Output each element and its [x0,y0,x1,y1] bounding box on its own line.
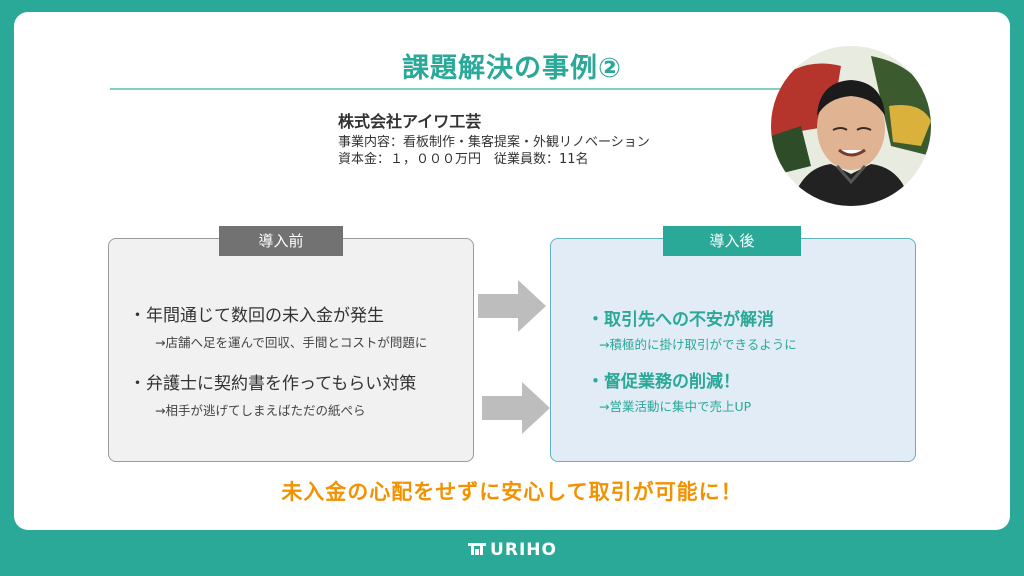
company-capital: 資本金：１，０００万円 従業員数：11名 [338,152,589,167]
conclusion-text: 未入金の心配をせずに安心して取引が可能に！ [281,480,743,504]
before-item: ・年間通じて数回の未入金が発生 →店舗へ足を運んで回収、手間とコストが問題に [129,306,428,350]
after-badge: 導入後 [663,226,801,256]
arrow-right-icon [478,280,546,332]
company-info: 株式会社アイワ工芸 事業内容：看板制作・集客提案・外観リノベーション 資本金：１… [338,108,650,168]
before-badge: 導入前 [219,226,343,256]
before-item: ・弁護士に契約書を作ってもらい対策 →相手が逃げてしまえばただの紙ぺら [129,374,417,418]
slide-card: 課題解決の事例② 株式会社アイワ工芸 事業内容：看板制作・集客提案・外観リノベー… [14,12,1010,530]
slide-title: 課題解決の事例② [402,53,622,84]
person-photo-icon [771,46,931,206]
title-divider [110,88,800,90]
uriho-logo-icon [468,543,487,555]
company-name: 株式会社アイワ工芸 [338,112,482,131]
after-item: ・督促業務の削減！ →営業活動に集中で売上UP [587,372,752,414]
arrow-right-icon [482,382,550,434]
before-panel: ・年間通じて数回の未入金が発生 →店舗へ足を運んで回収、手間とコストが問題に ・… [108,238,474,462]
company-business: 事業内容：看板制作・集客提案・外観リノベーション [338,135,650,150]
footer-brand: URIHO [0,540,1024,560]
after-item: ・取引先への不安が解消 →積極的に掛け取引ができるように [587,310,797,352]
brand-name: URIHO [490,540,557,560]
after-panel: ・取引先への不安が解消 →積極的に掛け取引ができるように ・督促業務の削減！ →… [550,238,916,462]
person-photo [771,46,931,206]
